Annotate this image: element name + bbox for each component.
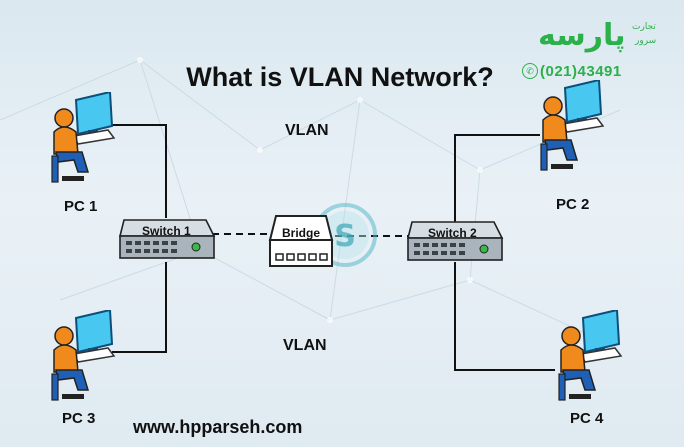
vlan-label-bottom: VLAN <box>283 337 327 354</box>
switch1-icon <box>118 219 216 259</box>
phone-number[interactable]: (021)43491 <box>540 63 622 80</box>
pc1-icon <box>51 92 116 183</box>
page-title: What is VLAN Network? <box>186 62 494 92</box>
pc-user-icon <box>51 92 116 183</box>
link-pc3-switch1 <box>112 262 167 353</box>
pc3-label: PC 3 <box>62 410 96 427</box>
pc1-label: PC 1 <box>64 198 98 215</box>
link-switch2-pc2 <box>454 134 540 222</box>
switch2-icon <box>406 221 504 261</box>
phone-icon: ✆ <box>522 63 538 79</box>
brand-logo: پارسه تجارت سرور ✆ (021)43491 <box>522 18 680 88</box>
bridge-label: Bridge <box>282 226 321 240</box>
brand-name: پارسه <box>538 18 626 53</box>
switch2-label: Switch 2 <box>428 226 477 240</box>
pc4-label: PC 4 <box>570 410 604 427</box>
pc2-label: PC 2 <box>556 196 590 213</box>
vlan-label-top: VLAN <box>285 122 329 139</box>
switch1-label: Switch 1 <box>142 224 191 238</box>
website-url[interactable]: www.hpparseh.com <box>133 417 303 437</box>
pc4-icon <box>558 310 623 401</box>
pc3-icon <box>51 310 116 401</box>
pc2-icon <box>540 80 605 171</box>
bridge-icon <box>268 215 334 267</box>
svg-text:S: S <box>334 219 356 254</box>
brand-line2: سرور <box>635 36 657 46</box>
brand-line1: تجارت <box>632 22 656 32</box>
link-pc1-switch1 <box>112 124 167 218</box>
link-switch2-pc4 <box>454 262 555 371</box>
